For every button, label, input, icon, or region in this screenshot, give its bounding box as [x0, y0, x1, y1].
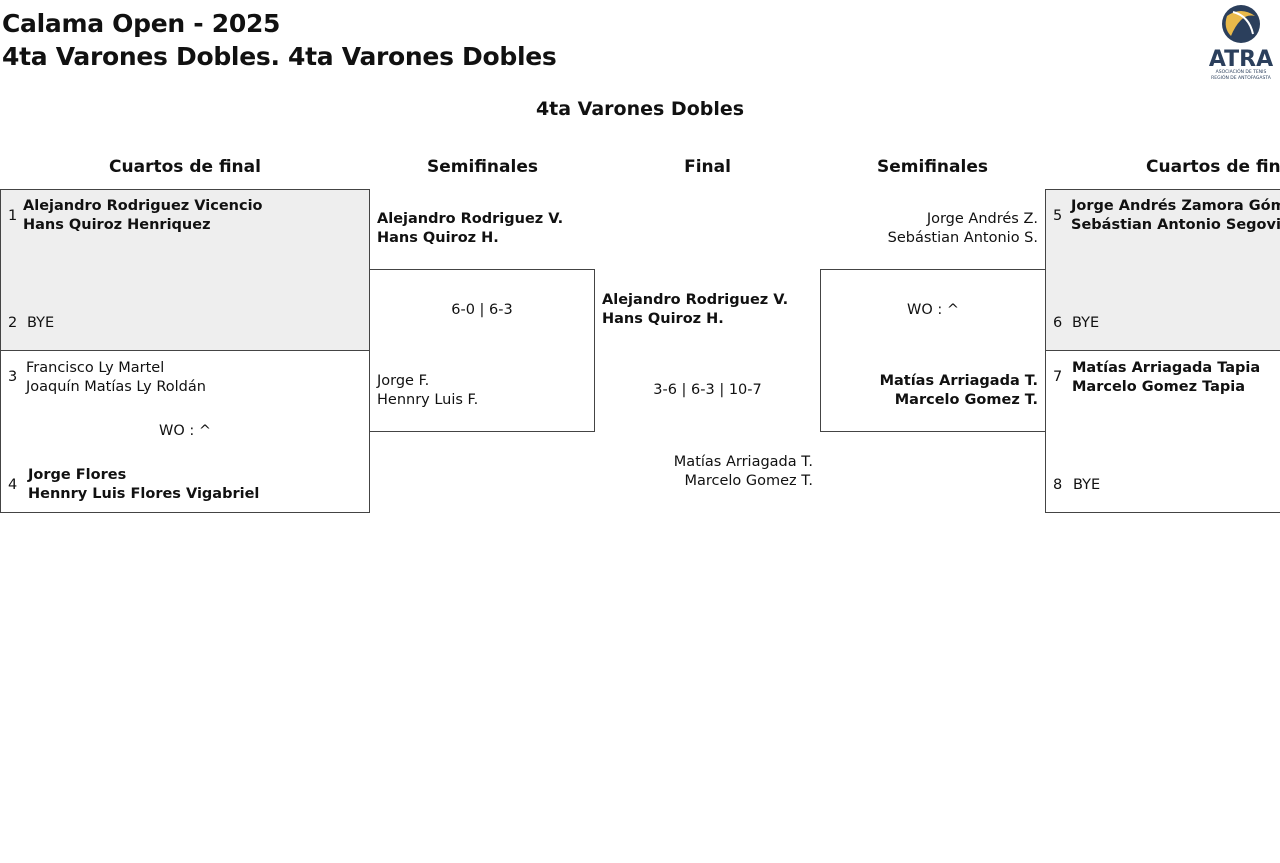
round-header-qf-right: Cuartos de final: [1146, 157, 1280, 177]
sf-right-match: WO : ^ Matías Arriagada T. Marcelo Gomez…: [820, 269, 1046, 432]
player-name: Jorge Andrés Zamora Gómez: [1071, 198, 1280, 214]
atra-logo: ATRA ASOCIACIÓN DE TENIS REGIÓN DE ANTOF…: [1203, 2, 1279, 82]
player-name: Alejandro Rodriguez V.: [377, 211, 564, 227]
player-name: Marcelo Gomez T.: [684, 473, 813, 489]
seed-number: 8: [1053, 477, 1063, 493]
logo-subtitle-2: REGIÓN DE ANTOFAGASTA: [1211, 74, 1272, 81]
tournament-title: Calama Open - 2025: [2, 9, 281, 38]
player-name: Sebástian Antonio Segovia M: [1071, 217, 1280, 233]
sf-left-match: 6-0 | 6-3 Jorge F. Hennry Luis F.: [369, 269, 595, 432]
player-name: Joaquín Matías Ly Roldán: [26, 379, 206, 395]
team-entry[interactable]: Matías Arriagada Tapia Marcelo Gomez Tap…: [1072, 359, 1260, 397]
player-name: Alejandro Rodriguez V.: [602, 292, 789, 308]
final-team-bottom[interactable]: Matías Arriagada T. Marcelo Gomez T.: [600, 453, 813, 491]
qf-right-match-2: 7 Matías Arriagada Tapia Marcelo Gomez T…: [1045, 350, 1280, 513]
round-header-sf-right: Semifinales: [877, 157, 988, 177]
qf-left-match-2: 3 Francisco Ly Martel Joaquín Matías Ly …: [0, 350, 370, 513]
player-name: Jorge Andrés Z.: [926, 211, 1038, 227]
player-name: Marcelo Gomez T.: [894, 392, 1038, 408]
player-name: Hans Quiroz Henriquez: [23, 217, 211, 233]
draw-full-title: 4ta Varones Dobles. 4ta Varones Dobles: [2, 42, 557, 71]
team-entry[interactable]: Jorge Andrés Zamora Gómez Sebástian Anto…: [1071, 197, 1280, 235]
sf-left-team-top[interactable]: Alejandro Rodriguez V. Hans Quiroz H.: [377, 210, 563, 248]
seed-number: 4: [8, 477, 18, 493]
player-name: Francisco Ly Martel: [26, 360, 165, 376]
player-name: Matías Arriagada T.: [673, 454, 813, 470]
player-name: Marcelo Gomez Tapia: [1072, 379, 1246, 395]
player-name: Matías Arriagada T.: [879, 373, 1038, 389]
logo-text: ATRA: [1209, 47, 1273, 72]
player-name: Jorge Flores: [28, 467, 127, 483]
seed-number: 5: [1053, 208, 1063, 224]
match-score: WO : ^: [158, 423, 211, 439]
player-name: Jorge F.: [377, 373, 430, 389]
seed-number: 1: [8, 208, 18, 224]
seed-number: 6: [1053, 315, 1063, 331]
round-header-final: Final: [684, 157, 731, 177]
player-name: Hennry Luis Flores Vigabriel: [28, 486, 260, 502]
bye-label: BYE: [1073, 477, 1101, 493]
seed-number: 7: [1053, 369, 1063, 385]
player-name: Hans Quiroz H.: [602, 311, 724, 327]
player-name: Matías Arriagada Tapia: [1072, 360, 1261, 376]
player-name: Hans Quiroz H.: [377, 230, 499, 246]
team-entry[interactable]: Francisco Ly Martel Joaquín Matías Ly Ro…: [26, 359, 206, 397]
final-score: 3-6 | 6-3 | 10-7: [653, 382, 762, 398]
player-name: Alejandro Rodriguez Vicencio: [23, 198, 263, 214]
team-entry[interactable]: Alejandro Rodriguez Vicencio Hans Quiroz…: [23, 197, 263, 235]
sf-left-team-bottom[interactable]: Jorge F. Hennry Luis F.: [377, 372, 478, 410]
bye-label: BYE: [1072, 315, 1100, 331]
seed-number: 3: [8, 369, 18, 385]
round-header-qf-left: Cuartos de final: [109, 157, 261, 177]
seed-number: 2: [8, 315, 18, 331]
logo-subtitle-1: ASOCIACIÓN DE TENIS: [1216, 68, 1267, 75]
round-header-sf-left: Semifinales: [427, 157, 538, 177]
match-score: WO : ^: [906, 302, 959, 318]
player-name: Sebástian Antonio S.: [887, 230, 1038, 246]
qf-left-match-1: 1 Alejandro Rodriguez Vicencio Hans Quir…: [0, 189, 370, 351]
player-name: Hennry Luis F.: [377, 392, 479, 408]
draw-title: 4ta Varones Dobles: [535, 98, 745, 120]
match-score: 6-0 | 6-3: [451, 302, 513, 318]
sf-right-team-top[interactable]: Jorge Andrés Z. Sebástian Antonio S.: [826, 210, 1038, 248]
bye-label: BYE: [27, 315, 55, 331]
sf-right-team-bottom[interactable]: Matías Arriagada T. Marcelo Gomez T.: [826, 372, 1038, 410]
qf-right-match-1: 5 Jorge Andrés Zamora Gómez Sebástian An…: [1045, 189, 1280, 351]
team-entry[interactable]: Jorge Flores Hennry Luis Flores Vigabrie…: [28, 466, 259, 504]
final-team-top[interactable]: Alejandro Rodriguez V. Hans Quiroz H.: [602, 291, 788, 329]
